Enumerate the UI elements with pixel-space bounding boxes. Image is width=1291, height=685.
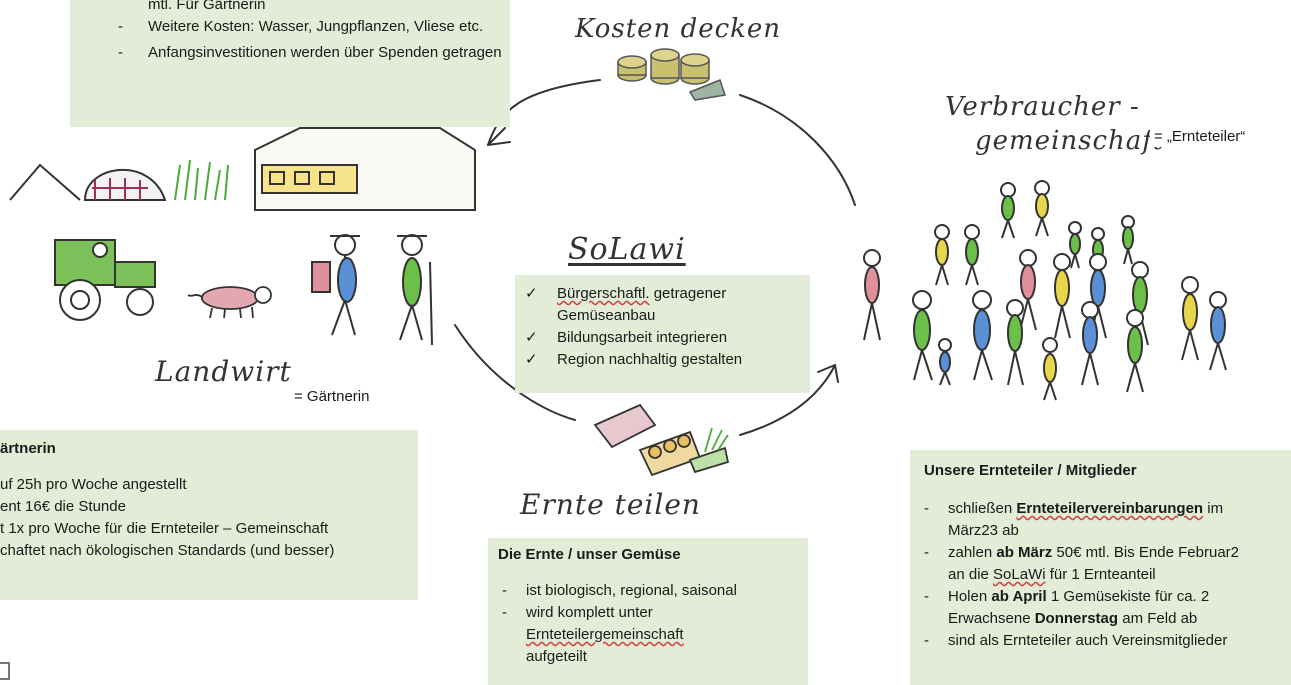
m3-line2-post: am Feld ab — [1118, 610, 1198, 627]
m2-line2-post: für 1 Ernteanteil — [1045, 566, 1156, 583]
m1-pre: schließen — [948, 500, 1017, 517]
m3-line2-pre: Erwachsene — [948, 610, 1035, 627]
costs-item-investitionen: Anfangsinvestitionen werden über Spenden… — [70, 42, 510, 64]
gaertnerin-line-1: uf 25h pro Woche angestellt — [0, 476, 187, 493]
m3-line2-bold: Donnerstag — [1034, 610, 1119, 627]
goal-sq: Bürgerschaftl. — [557, 285, 650, 302]
ernte-title: Die Ernte / unser Gemüse — [498, 546, 681, 563]
m3-bold: ab April — [991, 588, 1047, 605]
label-kosten-decken: Kosten decken — [575, 14, 782, 44]
goal-post: getragener Gemüseanbau — [557, 285, 727, 324]
mitglieder-title: Unsere Ernteteiler / Mitglieder — [924, 462, 1137, 479]
gaertnerin-line-4: chaftet nach ökologischen Standards (und… — [0, 542, 335, 559]
ernte-info-box: Die Ernte / unser Gemüse ist biologisch,… — [488, 538, 808, 685]
arrow-cost-to-farmer — [487, 79, 601, 146]
tractor-sketch — [54, 239, 156, 321]
ernte-item-2-line3: aufgeteilt — [526, 648, 587, 665]
goal-region: Region nachhaltig gestalten — [515, 349, 810, 371]
mitglieder-item-4: sind als Ernteteiler auch Vereinsmitglie… — [910, 630, 1291, 652]
label-verbraucher-line1: Verbraucher - — [945, 92, 1140, 122]
m1-line2: März23 ab — [948, 522, 1019, 539]
solawi-goals-box: Bürgerschaftl. getragener Gemüseanbau Bi… — [515, 275, 810, 393]
corner-frame-icon — [0, 662, 10, 680]
costs-item-weitere: Weitere Kosten: Wasser, Jungpflanzen, Vl… — [70, 16, 510, 38]
farm-sketch — [9, 127, 476, 211]
label-landwirt: Landwirt — [155, 355, 292, 388]
costs-item-gaertnerin: mtl. Für Gärtnerin — [148, 0, 266, 13]
label-verbraucher-line2: gemeinschaft — [975, 126, 1165, 156]
m2-bold: ab März — [996, 544, 1053, 561]
m3-post: 1 Gemüsekiste für ca. 2 — [1046, 588, 1210, 605]
label-ernte-teilen: Ernte teilen — [520, 488, 701, 521]
m2-pre: zahlen — [948, 544, 997, 561]
m2-line2-sq: SoLaWi — [993, 566, 1046, 583]
pig-sketch — [187, 286, 272, 319]
mitglieder-info-box: Unsere Ernteteiler / Mitglieder schließe… — [910, 450, 1291, 685]
gaertnerin-info-box: ärtnerin uf 25h pro Woche angestellt ent… — [0, 430, 418, 600]
mitglieder-item-2: zahlen ab März 50€ mtl. Bis Ende Februar… — [910, 542, 1291, 586]
gaertnerin-title: ärtnerin — [0, 440, 56, 457]
goal-bildung: Bildungsarbeit integrieren — [515, 327, 810, 349]
ernte-item-2-line1: wird komplett unter — [526, 604, 653, 621]
arrow-consumer-to-cost — [739, 94, 856, 206]
m2-line2-pre: an die — [948, 566, 994, 583]
farmer-figures — [311, 234, 433, 346]
ernte-item-2-sq: Ernteteilergemeinschaft — [526, 626, 684, 643]
gaertnerin-line-2: ent 16€ die Stunde — [0, 498, 126, 515]
mitglieder-item-3: Holen ab April 1 Gemüsekiste für ca. 2 E… — [910, 586, 1291, 630]
ernte-item-2: wird komplett unter Ernteteilergemeinsch… — [488, 602, 808, 668]
costs-info-box: mtl. Für Gärtnerin Weitere Kosten: Wasse… — [70, 0, 510, 127]
coins-icon — [617, 48, 726, 101]
m1-post: im — [1203, 500, 1224, 517]
vegetable-crates-icon — [593, 403, 730, 477]
m1-bold: Ernteteilervereinbarungen — [1016, 500, 1204, 517]
mitglieder-item-1: schließen Ernteteilervereinbarungen im M… — [910, 498, 1291, 542]
label-solawi: SoLawi — [568, 232, 686, 267]
gaertnerin-line-3: t 1x pro Woche für die Ernteteiler – Gem… — [0, 520, 329, 537]
m3-pre: Holen — [948, 588, 992, 605]
m2-post: 50€ mtl. Bis Ende Februar2 — [1052, 544, 1239, 561]
ernte-item-1: ist biologisch, regional, saisonal — [488, 580, 808, 602]
note-gaertnerin: = Gärtnerin — [290, 386, 374, 407]
consumer-community-figures — [863, 180, 1227, 401]
arrow-harvest-to-consumer — [739, 364, 836, 436]
note-ernteteiler: = „Ernteteiler“ — [1150, 126, 1250, 147]
goal-buergerschaftlich: Bürgerschaftl. getragener Gemüseanbau — [515, 283, 810, 327]
